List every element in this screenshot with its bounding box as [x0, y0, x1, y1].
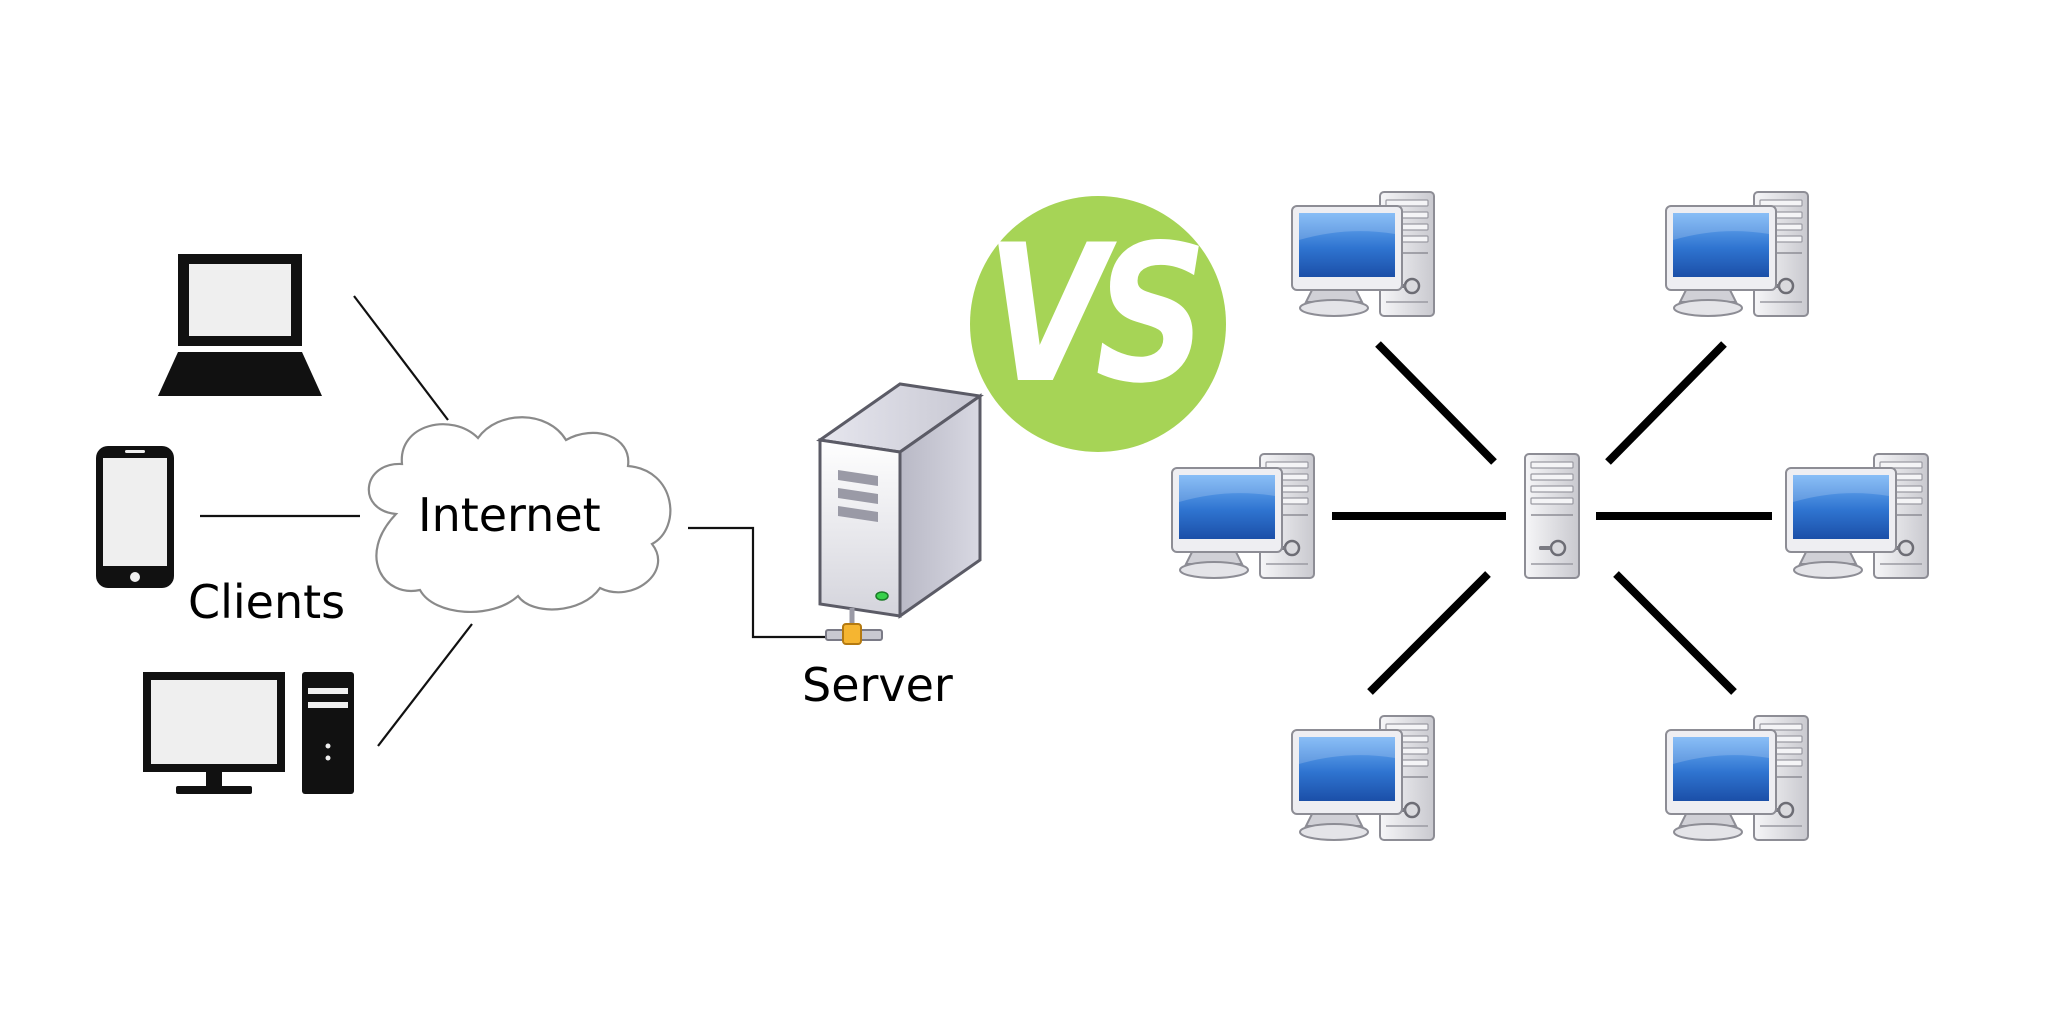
vs-badge [970, 196, 1226, 452]
client-connection-lines [200, 295, 828, 747]
laptop-link [353, 295, 449, 421]
workstation-icon [1664, 190, 1810, 318]
workstation-icon [1290, 714, 1436, 842]
smartphone-icon [96, 446, 174, 588]
server-label: Server [802, 658, 953, 712]
hub-server-icon [1523, 452, 1581, 580]
peer-link-bottom-left [1367, 571, 1491, 695]
desktop-computer-icon [143, 672, 354, 794]
workstation-icon [1664, 714, 1810, 842]
laptop-icon [158, 254, 322, 396]
peer-connection-lines [1332, 341, 1772, 695]
cloud-icon [367, 416, 672, 613]
workstation-icon [1170, 452, 1316, 580]
workstation-icon [1290, 190, 1436, 318]
server-tower-icon [816, 382, 984, 645]
peer-link-top-right [1605, 341, 1727, 465]
desktop-link [377, 623, 473, 747]
clients-label: Clients [188, 575, 346, 629]
peer-link-top-left [1375, 341, 1497, 465]
internet-server-link [688, 526, 828, 639]
workstation-icon [1784, 452, 1930, 580]
peer-link-bottom-right [1613, 571, 1737, 695]
vs-label: VS [986, 204, 1207, 425]
internet-label: Internet [418, 488, 601, 542]
